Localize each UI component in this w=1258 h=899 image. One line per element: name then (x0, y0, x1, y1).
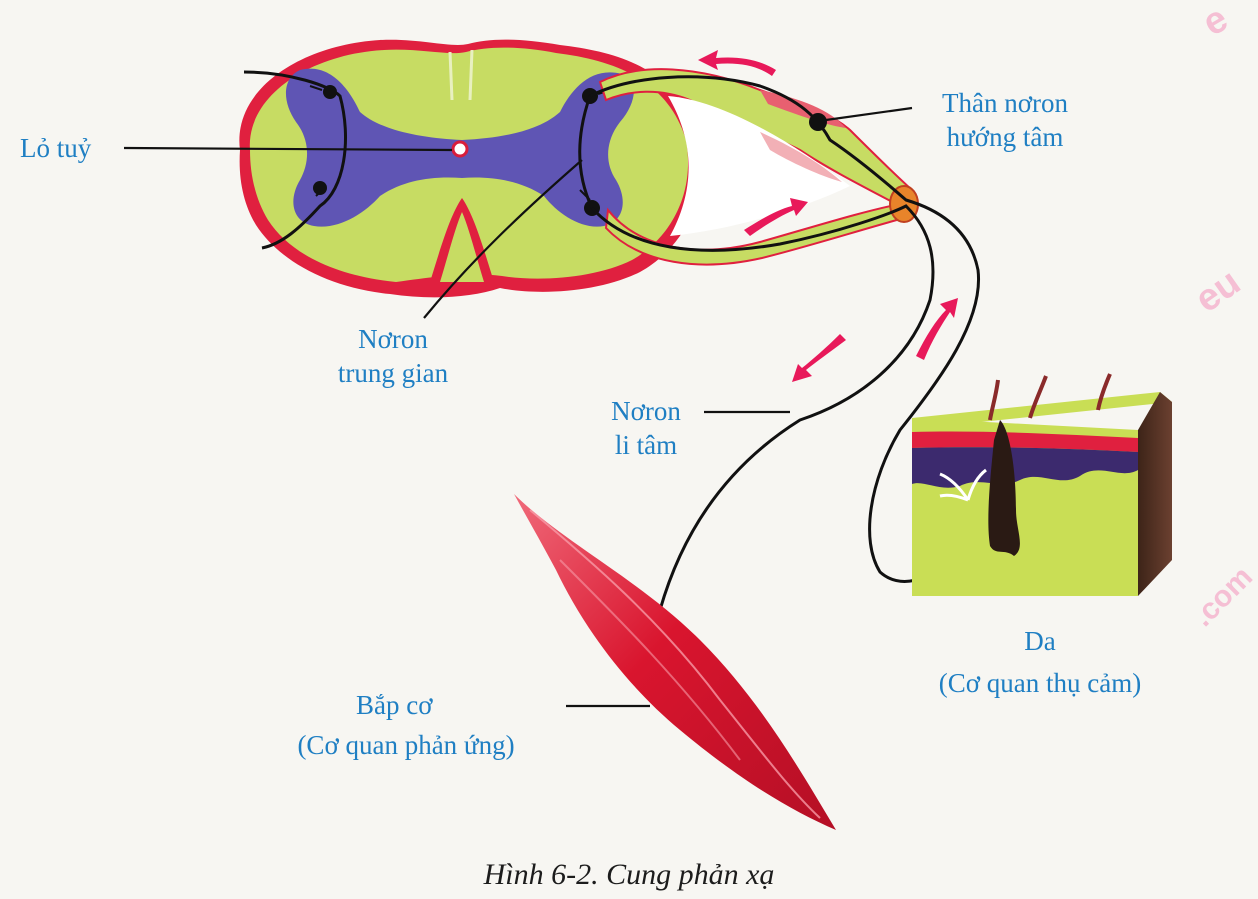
label-interneuron-line2: trung gian (318, 356, 468, 390)
central-canal (453, 142, 467, 156)
arrow-icon (792, 334, 846, 382)
label-sensory-neuron-line2: hướng tâm (910, 120, 1100, 154)
label-motor-neuron: Nơron li tâm (586, 394, 706, 462)
figure-caption: Hình 6-2. Cung phản xạ (0, 858, 1258, 892)
sensory-neuron-body (809, 113, 827, 131)
label-motor-neuron-line1: Nơron (586, 394, 706, 428)
leader-sensory-body (826, 108, 912, 120)
label-interneuron: Nơron trung gian (318, 322, 468, 390)
arrow-icon (916, 298, 958, 360)
label-sensory-neuron-line1: Thân nơron (910, 86, 1100, 120)
label-interneuron-line1: Nơron (318, 322, 468, 356)
label-sensory-neuron-body: Thân nơron hướng tâm (910, 86, 1100, 154)
label-muscle-line1: Bắp cơ (236, 688, 576, 722)
label-muscle-line2: (Cơ quan phản ứng) (236, 728, 576, 762)
muscle (514, 494, 836, 830)
label-skin-line1: Da (890, 624, 1190, 658)
label-muscle: Bắp cơ (Cơ quan phản ứng) (236, 688, 576, 762)
skin-block (912, 374, 1172, 596)
label-skin-line2: (Cơ quan thụ cảm) (890, 666, 1190, 700)
label-spinal-canal: Lỏ tuỷ (20, 131, 91, 165)
label-skin: Da (Cơ quan thụ cảm) (890, 624, 1190, 700)
arrow-icon (698, 50, 776, 76)
label-motor-neuron-line2: li tâm (586, 428, 706, 462)
